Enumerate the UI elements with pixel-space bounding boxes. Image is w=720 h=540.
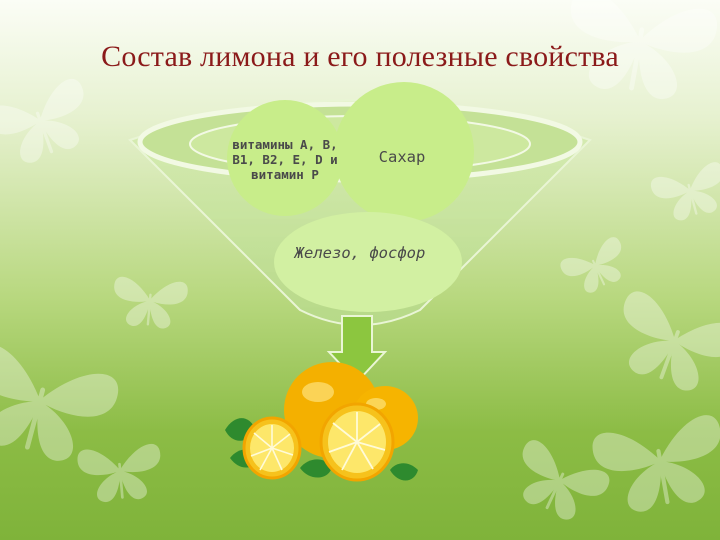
lemon-slice (242, 416, 302, 480)
circle-minerals (274, 212, 462, 312)
lemon-slice (319, 402, 395, 482)
circle-vitamins (227, 100, 343, 216)
vitamins-label: витамины А, В, В1, В2, Е, D и витамин Р (232, 137, 338, 182)
sugar-label: Сахар (378, 148, 426, 166)
slide-title: Состав лимона и его полезные свойства (101, 40, 619, 73)
minerals-label: Железо, фосфор (294, 244, 426, 262)
circle-sugar (334, 82, 474, 222)
